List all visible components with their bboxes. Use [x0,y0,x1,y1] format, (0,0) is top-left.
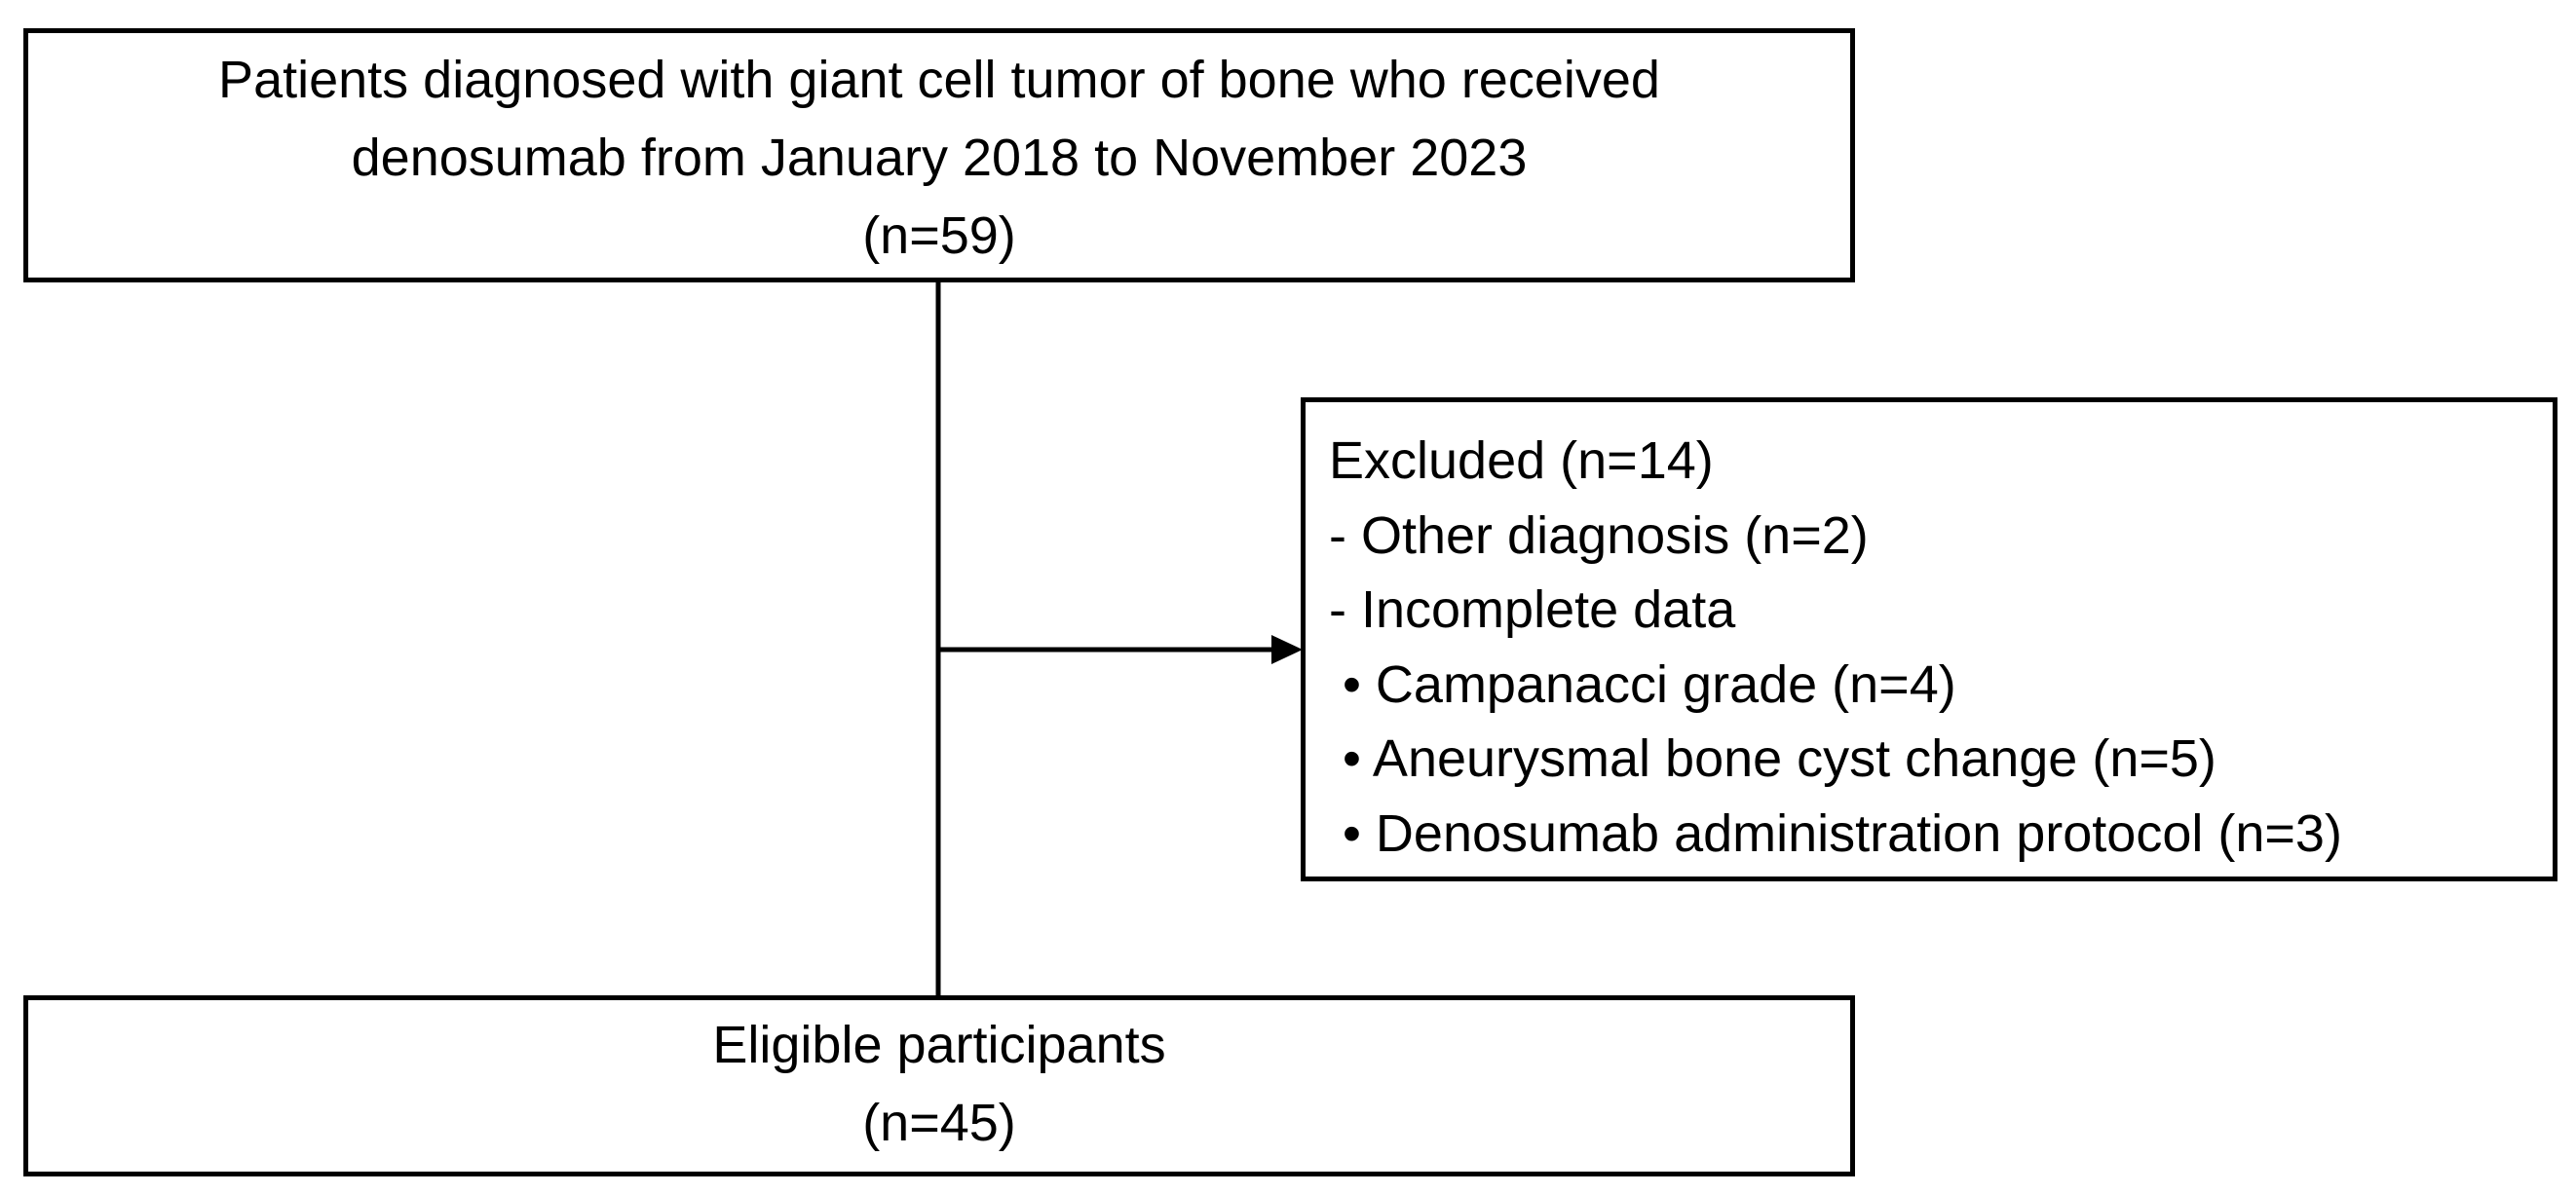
initial-population-text: Patients diagnosed with giant cell tumor… [28,41,1850,275]
excluded-title: Excluded (n=14) [1329,431,1714,490]
eligible-participants-box: Eligible participants (n=45) [23,995,1855,1176]
eligible-participants-count: (n=45) [862,1094,1016,1152]
excluded-subitem-campanacci: • Campanacci grade (n=4) [1343,654,1956,714]
excluded-item-incomplete-data: - Incomplete data [1329,580,1736,639]
excluded-box: Excluded (n=14) - Other diagnosis (n=2) … [1301,397,2557,881]
eligible-participants-label: Eligible participants [712,1016,1166,1074]
initial-population-box: Patients diagnosed with giant cell tumor… [23,28,1855,282]
excluded-subitem-aneurysmal: • Aneurysmal bone cyst change (n=5) [1343,729,2216,788]
excluded-subitem-denosumab-protocol: • Denosumab administration protocol (n=3… [1343,803,2342,863]
initial-population-count: (n=59) [862,206,1016,265]
initial-population-line-1: Patients diagnosed with giant cell tumor… [218,51,1660,109]
arrowhead [1271,635,1303,664]
initial-population-line-2: denosumab from January 2018 to November … [351,129,1528,187]
eligible-participants-text: Eligible participants (n=45) [28,1006,1850,1162]
excluded-text: Excluded (n=14) - Other diagnosis (n=2) … [1329,424,2342,871]
excluded-item-other-diagnosis: - Other diagnosis (n=2) [1329,505,1869,565]
